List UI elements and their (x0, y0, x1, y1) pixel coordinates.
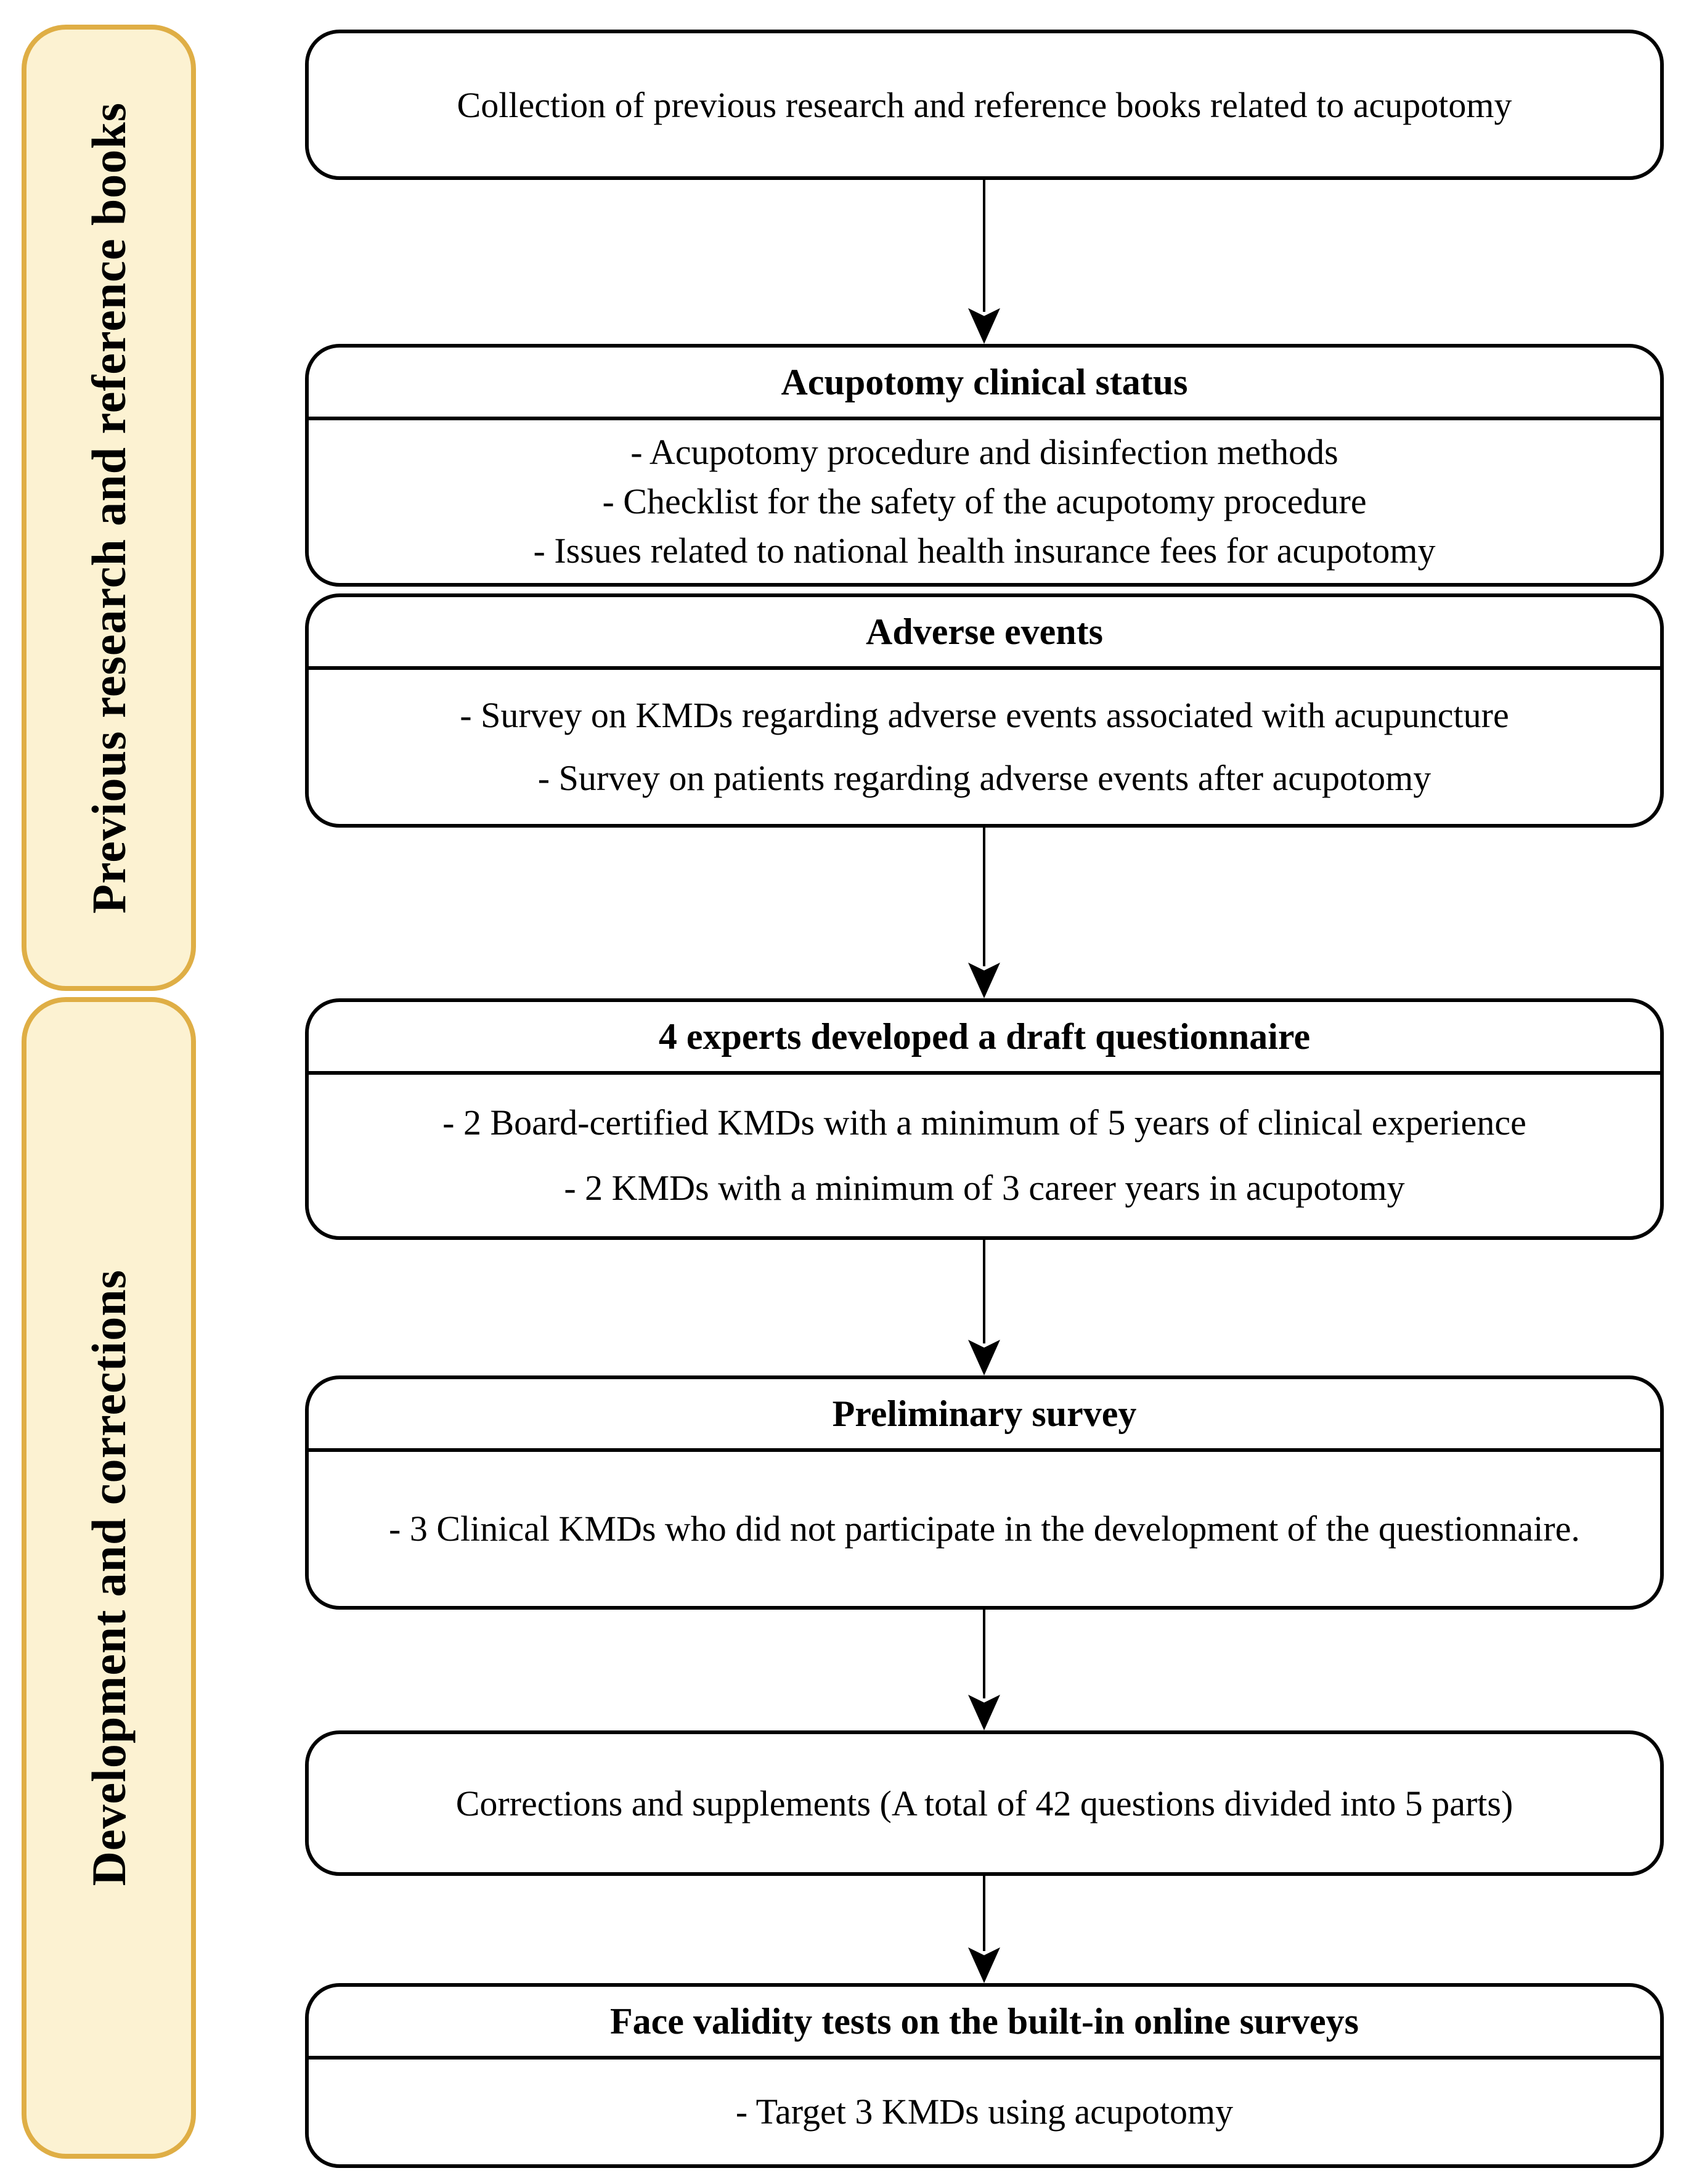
phase-box-development-corrections: Development and corrections (22, 997, 196, 2159)
down-arrow-icon (968, 1876, 1000, 1983)
flow-box-collection-text: Collection of previous research and refe… (457, 84, 1512, 125)
phase-box-previous-research: Previous research and reference books (22, 25, 196, 991)
bullet-item: - 3 Clinical KMDs who did not participat… (389, 1509, 1580, 1549)
bullet-item: - 2 KMDs with a minimum of 3 career year… (564, 1167, 1405, 1208)
flow-box-draft-questionnaire: 4 experts developed a draft questionnair… (305, 998, 1664, 1240)
bullet-item: - Survey on patients regarding adverse e… (537, 757, 1431, 798)
bullet-item: - Target 3 KMDs using acupotomy (735, 2091, 1234, 2132)
flow-box-corrections-supplements-text: Corrections and supplements (A total of … (455, 1783, 1513, 1823)
flow-box-preliminary-survey-body: - 3 Clinical KMDs who did not participat… (309, 1452, 1660, 1606)
flow-box-face-validity-body: - Target 3 KMDs using acupotomy (309, 2060, 1660, 2164)
bullet-item: - Acupotomy procedure and disinfection m… (630, 431, 1338, 472)
phase-label-previous-research: Previous research and reference books (81, 102, 136, 914)
flow-box-face-validity: Face validity tests on the built-in onli… (305, 1983, 1664, 2168)
down-arrow-icon (968, 1610, 1000, 1730)
down-arrow-icon (968, 180, 1000, 344)
flow-box-adverse-events-header: Adverse events (309, 597, 1660, 670)
bullet-item: - Issues related to national health insu… (533, 530, 1436, 571)
flow-box-preliminary-survey: Preliminary survey - 3 Clinical KMDs who… (305, 1375, 1664, 1610)
bullet-item: - Checklist for the safety of the acupot… (602, 481, 1367, 521)
flow-box-face-validity-header: Face validity tests on the built-in onli… (309, 1987, 1660, 2060)
phase-label-development-corrections: Development and corrections (81, 1269, 136, 1886)
bullet-item: - Survey on KMDs regarding adverse event… (460, 695, 1509, 735)
down-arrow-icon (968, 1240, 1000, 1375)
flow-box-corrections-supplements: Corrections and supplements (A total of … (305, 1730, 1664, 1876)
flow-box-draft-questionnaire-body: - 2 Board-certified KMDs with a minimum … (309, 1075, 1660, 1236)
flow-box-preliminary-survey-header: Preliminary survey (309, 1379, 1660, 1452)
flow-box-adverse-events-body: - Survey on KMDs regarding adverse event… (309, 670, 1660, 824)
flow-box-clinical-status: Acupotomy clinical status - Acupotomy pr… (305, 344, 1664, 587)
flow-box-clinical-status-header: Acupotomy clinical status (309, 348, 1660, 420)
flow-box-collection: Collection of previous research and refe… (305, 30, 1664, 180)
flow-box-adverse-events: Adverse events - Survey on KMDs regardin… (305, 593, 1664, 828)
flow-box-draft-questionnaire-header: 4 experts developed a draft questionnair… (309, 1002, 1660, 1075)
flow-box-clinical-status-body: - Acupotomy procedure and disinfection m… (309, 420, 1660, 583)
down-arrow-icon (968, 828, 1000, 998)
bullet-item: - 2 Board-certified KMDs with a minimum … (442, 1102, 1526, 1143)
